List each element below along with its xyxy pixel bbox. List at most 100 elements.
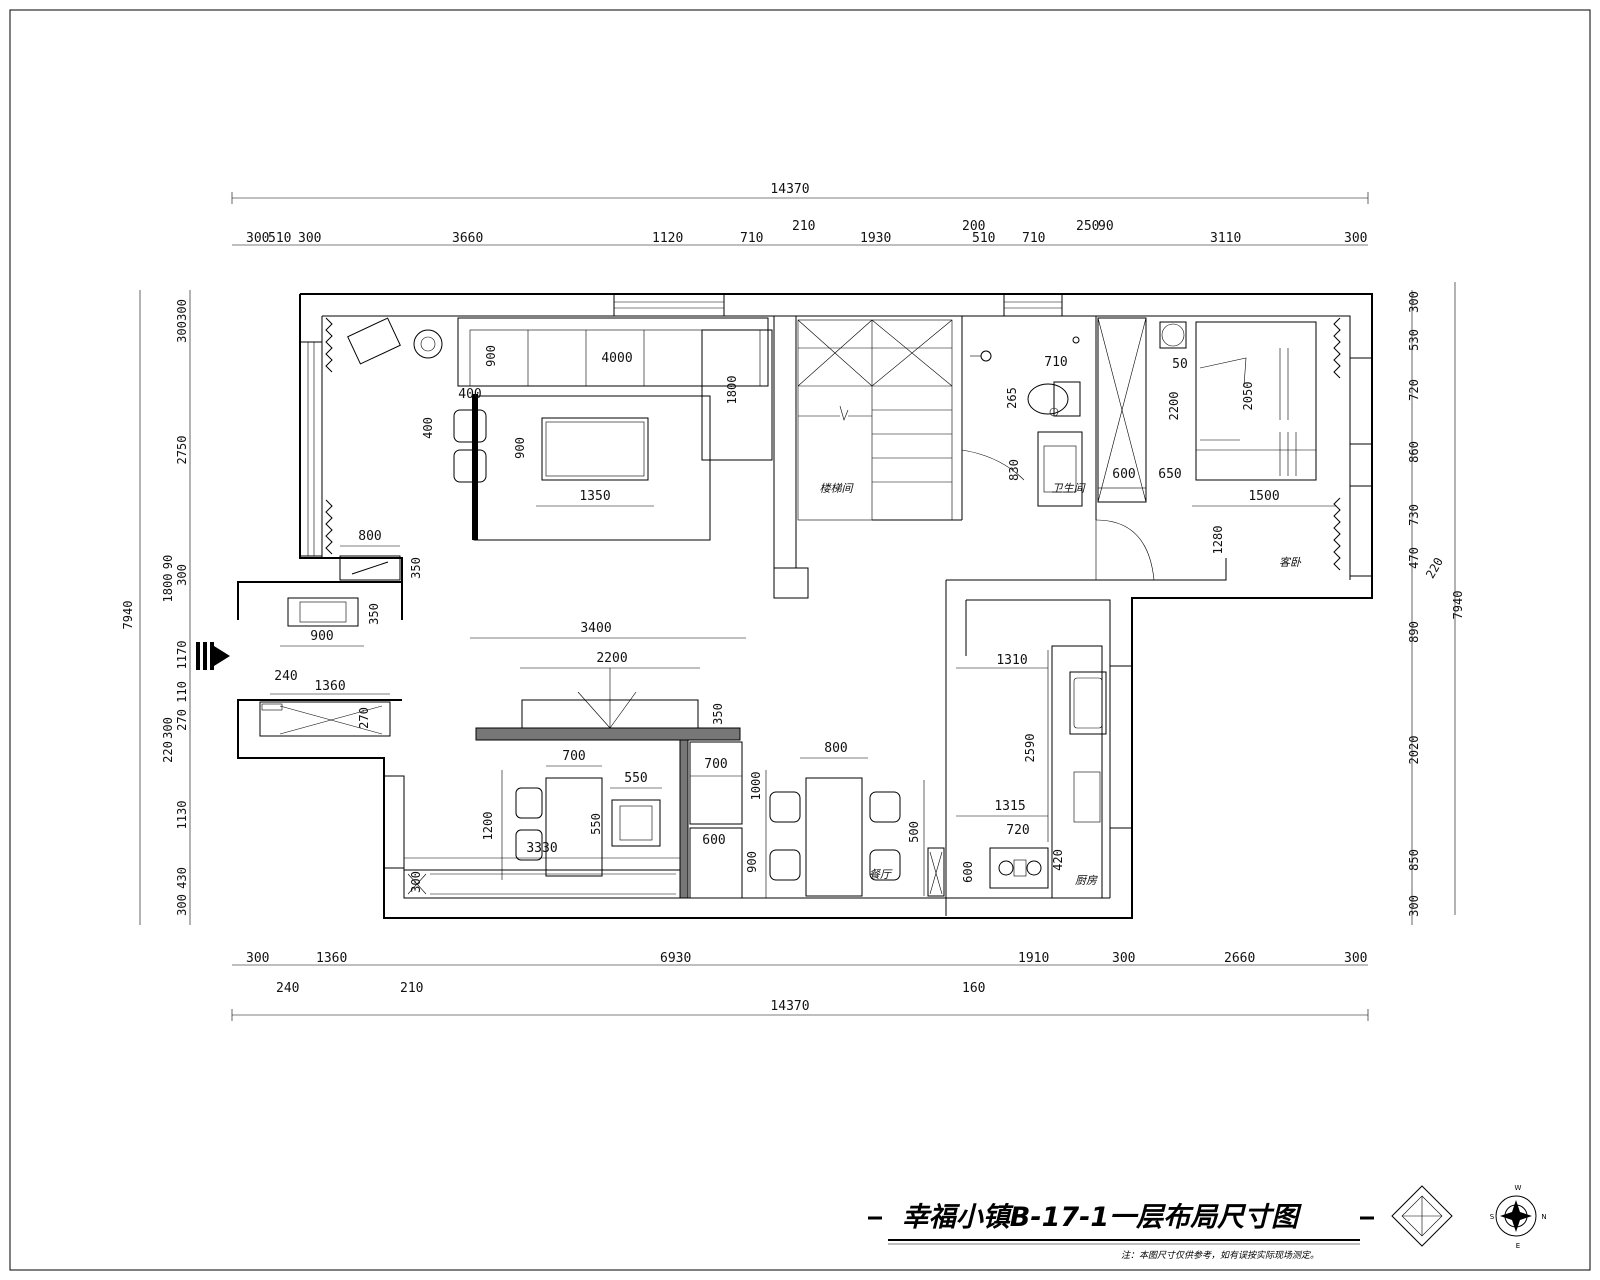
kitchen-counter <box>1051 645 1103 899</box>
top-dim-1: 300 <box>246 231 269 246</box>
bath-bottom-dim: 830 <box>1007 459 1021 481</box>
compass-north: N <box>1541 1213 1546 1221</box>
table-width-dim: 1350 <box>579 489 610 504</box>
kitchen-room-label: 厨房 <box>1075 874 1098 887</box>
chair-height-dim: 400 <box>421 417 435 439</box>
right-dim-1: 300 <box>1407 291 1421 313</box>
dining-table <box>805 777 863 897</box>
bottom-sub-dim-2: 210 <box>400 981 423 996</box>
toilet-tank <box>1053 381 1081 417</box>
desk-chair <box>515 787 543 819</box>
desk <box>545 777 603 877</box>
dining-chair <box>769 849 801 881</box>
top-dim-5: 1120 <box>652 231 683 246</box>
stair-room-label: 楼梯间 <box>820 482 855 495</box>
burner-icon <box>1026 860 1042 876</box>
top-overall-dim: 14370 <box>770 182 809 197</box>
kitchen-sink <box>1069 671 1107 735</box>
partition-wall <box>475 727 741 741</box>
sheet-border <box>9 9 1591 1271</box>
long-cabinet-width-dim: 3330 <box>526 841 557 856</box>
left-overall-dim: 7940 <box>121 601 135 630</box>
left-dim-9: 270 <box>175 709 189 731</box>
left-dim-3: 2750 <box>175 436 189 465</box>
entry-arrow-icon <box>196 642 230 670</box>
side-table <box>347 317 401 365</box>
toilet-icon <box>1027 383 1069 415</box>
living-room: 4000 900 1800 900 1350 400 400 800 350 9… <box>280 317 773 647</box>
bottom-dim-4: 1910 <box>1018 951 1049 966</box>
left-dim-6: 300 <box>175 564 189 586</box>
left-dim-2: 300 <box>175 321 189 343</box>
tv-unit-dim: 2200 <box>596 651 627 666</box>
right-dim-4: 860 <box>1407 441 1421 463</box>
dining-area: 3400 2200 350 240 1360 270 700 1200 550 … <box>259 621 945 899</box>
right-dim-10: 850 <box>1407 849 1421 871</box>
right-dim-8: 890 <box>1407 621 1421 643</box>
tv-wall-dim: 3400 <box>580 621 611 636</box>
kitchen-top-dim: 1310 <box>996 653 1027 668</box>
guest-bedroom: 600 2200 650 50 2050 1500 1280 客卧 <box>1097 317 1336 569</box>
bath-sink <box>1037 431 1083 507</box>
kitchen-width-dim: 1315 <box>994 799 1025 814</box>
fridge <box>689 741 743 825</box>
stove <box>989 847 1049 889</box>
right-dim-3: 720 <box>1407 379 1421 401</box>
nightstand <box>1159 321 1187 349</box>
dining-chair <box>869 849 901 881</box>
staircase: 楼梯间 <box>797 319 953 521</box>
desk-width-dim: 700 <box>562 749 585 764</box>
left-dim-12: 1130 <box>175 801 189 830</box>
sideboard <box>259 701 391 737</box>
left-dim-8: 110 <box>175 681 189 703</box>
side-240-dim: 240 <box>274 669 297 684</box>
side-1360-dim: 1360 <box>314 679 345 694</box>
kitchen-height-dim: 2590 <box>1023 734 1037 763</box>
bottom-dim-6: 2660 <box>1224 951 1255 966</box>
compass-east: E <box>1516 1242 1520 1250</box>
dining-table-height-dim: 900 <box>745 851 759 873</box>
burner-icon <box>998 860 1014 876</box>
right-dim-7: 220 <box>1423 555 1446 581</box>
left-dim-5: 90 <box>161 555 175 569</box>
ottoman <box>453 409 487 443</box>
low-cabinet <box>339 555 401 581</box>
left-dim-14: 430 <box>175 867 189 889</box>
dining-table-width-dim: 800 <box>824 741 847 756</box>
top-dim-9: 200 <box>962 219 985 234</box>
wardrobe-width-dim: 600 <box>1112 467 1135 482</box>
bottom-dim-7: 300 <box>1344 951 1367 966</box>
armchair <box>611 799 661 847</box>
bathroom: 710 265 卫生间 830 <box>961 336 1155 581</box>
shoe-cabinet-width-dim: 900 <box>310 629 333 644</box>
bottom-dim-5: 300 <box>1112 951 1135 966</box>
top-dim-3: 300 <box>298 231 321 246</box>
dining-chair <box>869 791 901 823</box>
stove-width-dim: 720 <box>1006 823 1029 838</box>
bottom-dim-2: 1360 <box>316 951 347 966</box>
logo-icon <box>1391 1185 1453 1247</box>
chair-depth-dim: 500 <box>907 821 921 843</box>
bed-length-dim: 2050 <box>1241 382 1255 411</box>
long-cabinet <box>403 869 681 899</box>
desk-chair <box>515 829 543 861</box>
top-dimensions: 14370 300 510 300 3660 1120 710 210 1930… <box>231 182 1369 246</box>
fridge-height-dim: 1000 <box>749 772 763 801</box>
bottom-dimensions: 300 1360 6930 1910 300 2660 300 240 210 … <box>231 951 1369 1021</box>
bottom-overall-dim: 14370 <box>770 999 809 1014</box>
bed <box>1195 321 1317 481</box>
stove-height-dim: 600 <box>961 861 975 883</box>
tall-cabinet <box>689 827 743 899</box>
top-dim-10: 510 <box>972 231 995 246</box>
right-dim-2: 530 <box>1407 329 1421 351</box>
compass-west: W <box>1515 1184 1522 1192</box>
sofa-depth-dim: 900 <box>484 345 498 367</box>
top-dim-2: 510 <box>268 231 291 246</box>
bath-height-dim: 265 <box>1005 387 1019 409</box>
bed-gap-dim: 650 <box>1158 467 1181 482</box>
left-dim-1: 300 <box>175 299 189 321</box>
sofa-side-dim: 1800 <box>725 376 739 405</box>
bottom-dim-3: 6930 <box>660 951 691 966</box>
top-dim-15: 300 <box>1344 231 1367 246</box>
long-cabinet-height-dim: 300 <box>409 871 423 893</box>
